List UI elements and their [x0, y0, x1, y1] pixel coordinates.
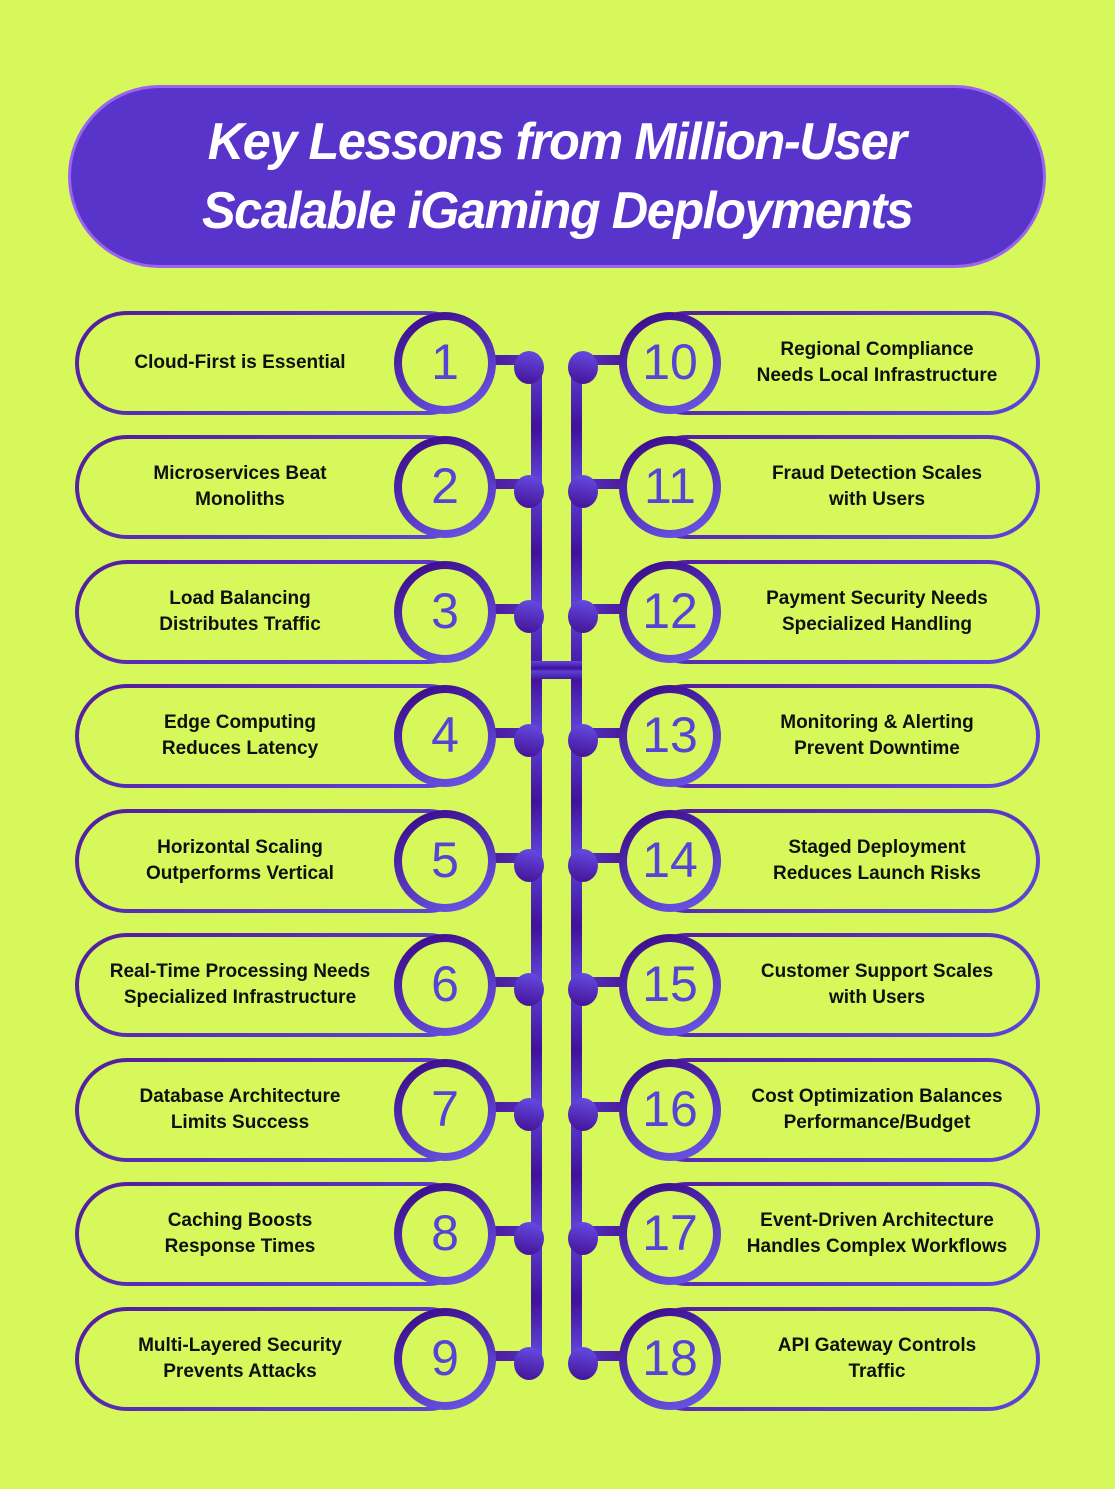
item-junction-dot-12 [568, 600, 598, 633]
item-number-circle-14: 14 [619, 810, 721, 912]
item-junction-dot-3 [514, 600, 544, 633]
item-number-circle-11: 11 [619, 436, 721, 538]
item-number-10: 10 [642, 334, 698, 390]
item-connector-14 [578, 853, 626, 863]
item-label-16: Cost Optimization Balances Performance/B… [751, 1086, 1003, 1133]
item-connector-11 [578, 479, 626, 489]
item-number-2: 2 [431, 458, 459, 514]
item-number-12: 12 [642, 583, 698, 639]
item-label-14: Staged Deployment Reduces Launch Risks [772, 837, 982, 884]
item-number-circle-1: 1 [394, 312, 496, 414]
item-junction-dot-13 [568, 724, 598, 757]
item-junction-dot-10 [568, 351, 598, 384]
item-connector-12 [578, 604, 626, 614]
item-connector-13 [578, 728, 626, 738]
item-number-circle-9: 9 [394, 1308, 496, 1410]
item-number-16: 16 [642, 1081, 698, 1137]
item-number-circle-13: 13 [619, 685, 721, 787]
item-junction-dot-8 [514, 1222, 544, 1255]
item-number-15: 15 [642, 956, 698, 1012]
item-number-5: 5 [431, 832, 459, 888]
item-number-circle-6: 6 [394, 934, 496, 1036]
item-number-circle-5: 5 [394, 810, 496, 912]
spine-crossbar [531, 661, 582, 679]
item-label-18: API Gateway Controls Traffic [777, 1335, 977, 1382]
item-number-circle-12: 12 [619, 561, 721, 663]
item-connector-15 [578, 977, 626, 987]
item-junction-dot-17 [568, 1222, 598, 1255]
item-number-circle-2: 2 [394, 436, 496, 538]
item-number-9: 9 [431, 1330, 459, 1386]
item-connector-5 [489, 853, 537, 863]
item-junction-dot-15 [568, 973, 598, 1006]
item-connector-1 [489, 355, 537, 365]
item-junction-dot-2 [514, 475, 544, 508]
item-connector-9 [489, 1351, 537, 1361]
item-label-12: Payment Security Needs Specialized Handl… [766, 588, 988, 635]
item-number-circle-3: 3 [394, 561, 496, 663]
item-label-15: Customer Support Scales with Users [760, 961, 994, 1008]
item-number-circle-7: 7 [394, 1059, 496, 1161]
item-junction-dot-1 [514, 351, 544, 384]
item-connector-8 [489, 1226, 537, 1236]
item-number-7: 7 [431, 1081, 459, 1137]
item-label-3: Load Balancing Distributes Traffic [159, 588, 321, 635]
item-connector-18 [578, 1351, 626, 1361]
item-connector-7 [489, 1102, 537, 1112]
item-label-17: Event-Driven Architecture Handles Comple… [746, 1210, 1008, 1257]
item-number-8: 8 [431, 1205, 459, 1261]
item-number-circle-8: 8 [394, 1183, 496, 1285]
item-label-7: Database Architecture Limits Success [139, 1086, 341, 1133]
title-banner: Key Lessons from Million-User Scalable i… [68, 85, 1046, 268]
item-number-17: 17 [642, 1205, 698, 1261]
item-junction-dot-18 [568, 1347, 598, 1380]
item-number-4: 4 [431, 707, 459, 763]
item-label-5: Horizontal Scaling Outperforms Vertical [146, 837, 334, 884]
item-number-circle-15: 15 [619, 934, 721, 1036]
item-junction-dot-6 [514, 973, 544, 1006]
item-junction-dot-14 [568, 849, 598, 882]
item-junction-dot-16 [568, 1098, 598, 1131]
item-connector-4 [489, 728, 537, 738]
item-number-circle-4: 4 [394, 685, 496, 787]
item-number-circle-18: 18 [619, 1308, 721, 1410]
item-label-6: Real-Time Processing Needs Specialized I… [109, 961, 371, 1008]
item-number-11: 11 [644, 458, 696, 514]
item-label-4: Edge Computing Reduces Latency [161, 712, 319, 759]
item-junction-dot-11 [568, 475, 598, 508]
item-label-13: Monitoring & Alerting Prevent Downtime [780, 712, 974, 759]
item-junction-dot-4 [514, 724, 544, 757]
item-connector-6 [489, 977, 537, 987]
item-label-11: Fraud Detection Scales with Users [771, 463, 983, 510]
item-junction-dot-5 [514, 849, 544, 882]
item-label-9: Multi-Layered Security Prevents Attacks [138, 1335, 342, 1382]
item-connector-10 [578, 355, 626, 365]
item-connector-3 [489, 604, 537, 614]
item-label-1: Cloud-First is Essential [134, 352, 346, 373]
item-number-6: 6 [431, 956, 459, 1012]
item-label-2: Microservices Beat Monoliths [153, 463, 327, 510]
item-connector-16 [578, 1102, 626, 1112]
item-number-18: 18 [642, 1330, 698, 1386]
item-number-3: 3 [431, 583, 459, 639]
page-title-line-2: Scalable iGaming Deployments [201, 181, 914, 240]
item-connector-17 [578, 1226, 626, 1236]
item-number-circle-10: 10 [619, 312, 721, 414]
item-label-10: Regional Compliance Needs Local Infrastr… [756, 339, 998, 386]
item-label-8: Caching Boosts Response Times [164, 1210, 316, 1257]
item-junction-dot-9 [514, 1347, 544, 1380]
item-junction-dot-7 [514, 1098, 544, 1131]
item-number-14: 14 [642, 832, 698, 888]
page-title-line-1: Key Lessons from Million-User [208, 112, 907, 171]
item-connector-2 [489, 479, 537, 489]
item-number-circle-16: 16 [619, 1059, 721, 1161]
item-number-circle-17: 17 [619, 1183, 721, 1285]
item-number-13: 13 [642, 707, 698, 763]
item-number-1: 1 [431, 334, 459, 390]
